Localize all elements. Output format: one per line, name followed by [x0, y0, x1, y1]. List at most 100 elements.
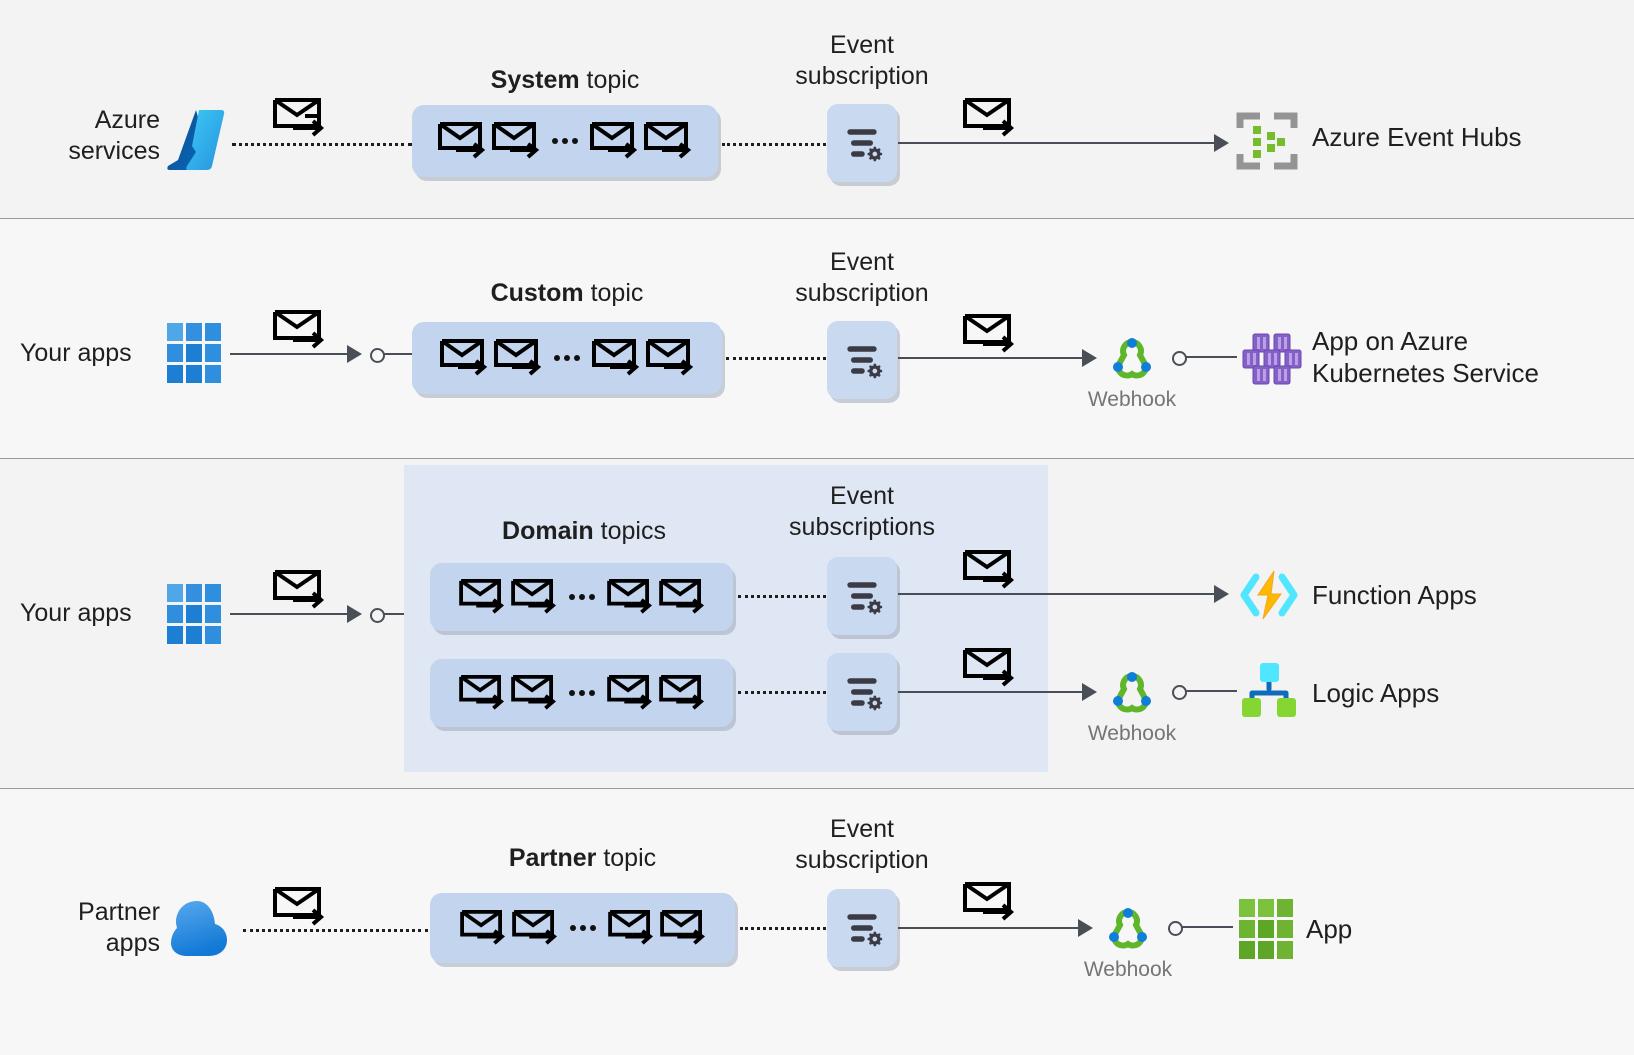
green-app-grid-icon: [1238, 898, 1296, 960]
filter-gear-icon: [847, 678, 883, 711]
connector-domain-1-to-subscription: [738, 595, 826, 598]
row-band-custom: [0, 219, 1634, 458]
topic-pill-domain-1[interactable]: [430, 563, 733, 631]
connector-port-icon: [1168, 921, 1183, 936]
envelope-with-arrow-icon: [646, 339, 694, 376]
connector-subscription-to-function-apps: [898, 593, 1218, 595]
cloud-icon: [160, 895, 234, 957]
envelope-with-arrow-icon: [606, 578, 652, 614]
connector-port-to-custom-topic: [383, 353, 413, 355]
topic-title-domain-rest: topics: [593, 517, 666, 545]
topic-title-custom-bold: Custom: [490, 279, 584, 307]
webhook-label-partner: Webhook: [1083, 958, 1173, 981]
envelope-with-arrow-icon: [607, 909, 653, 945]
webhook-icon: [1104, 332, 1160, 384]
event-subscription-tile-domain-1[interactable]: [827, 557, 897, 635]
logic-apps-icon: [1240, 661, 1298, 719]
event-subscription-tile-system[interactable]: [827, 104, 897, 182]
envelope-with-arrow-icon: [963, 312, 1017, 354]
envelope-with-arrow-icon: [511, 909, 557, 945]
topic-title-custom: Custom topic: [412, 278, 722, 308]
azure-logo-icon: [166, 104, 226, 172]
connector-your-apps-to-custom-topic: [230, 353, 350, 355]
connector-webhook-to-app: [1181, 926, 1233, 928]
connector-your-apps-to-domain: [230, 613, 350, 615]
connector-webhook-to-logic-apps: [1185, 690, 1237, 692]
connector-port-icon: [1172, 351, 1187, 366]
ellipsis-icon: [548, 355, 586, 361]
topic-pill-system[interactable]: [412, 105, 718, 177]
row-divider-3: [0, 788, 1634, 789]
envelope-with-arrow-icon: [494, 339, 542, 376]
azure-event-hubs-icon: [1236, 110, 1298, 172]
arrowhead-icon: [347, 345, 362, 363]
filter-gear-icon: [847, 346, 883, 379]
topic-title-system-rest: topic: [579, 66, 640, 94]
topic-title-custom-rest: topic: [583, 279, 644, 307]
destination-label-aks: App on Azure Kubernetes Service: [1312, 326, 1539, 388]
topic-pill-domain-2[interactable]: [430, 659, 733, 727]
source-label-your-apps-custom: Your apps: [20, 339, 132, 367]
webhook-icon: [1104, 666, 1160, 718]
topic-title-domain: Domain topics: [430, 516, 738, 546]
arrowhead-icon: [1214, 134, 1229, 152]
filter-gear-icon: [847, 914, 883, 947]
subscription-label-system: Event subscription: [795, 31, 929, 90]
topic-pill-partner[interactable]: [430, 893, 735, 963]
envelope-with-arrow-icon: [492, 122, 540, 159]
subscription-label-custom: Event subscription: [795, 248, 929, 307]
source-label-azure-services: Azure services: [68, 106, 160, 165]
filter-gear-icon: [847, 129, 883, 162]
envelope-with-arrow-icon: [458, 674, 504, 710]
filter-gear-icon: [847, 582, 883, 615]
function-apps-icon: [1236, 567, 1302, 623]
aks-icon: [1241, 329, 1303, 387]
ellipsis-icon: [564, 925, 602, 931]
envelope-with-arrow-icon: [273, 885, 327, 927]
envelope-with-arrow-icon: [510, 578, 556, 614]
envelope-with-arrow-icon: [963, 646, 1017, 688]
connector-port-icon: [370, 348, 385, 363]
row-divider-2: [0, 458, 1634, 459]
arrowhead-icon: [1082, 683, 1097, 701]
row-band-system: [0, 0, 1634, 218]
envelope-with-arrow-icon: [963, 96, 1017, 138]
ellipsis-icon: [563, 594, 601, 600]
destination-label-app: App: [1306, 914, 1353, 944]
event-subscription-tile-domain-2[interactable]: [827, 653, 897, 731]
connector-subscription-to-event-hubs: [898, 142, 1218, 144]
ellipsis-icon: [546, 138, 584, 144]
topic-title-partner-bold: Partner: [508, 844, 597, 872]
ellipsis-icon: [563, 690, 601, 696]
event-subscription-tile-partner[interactable]: [827, 889, 897, 967]
arrowhead-icon: [1082, 349, 1097, 367]
topic-title-domain-bold: Domain: [502, 517, 594, 545]
source-label-your-apps-domain: Your apps: [20, 599, 132, 627]
envelope-with-arrow-icon: [592, 339, 640, 376]
connector-subscription-to-webhook-domain: [898, 691, 1086, 693]
arrowhead-icon: [1078, 919, 1093, 937]
event-subscription-tile-custom[interactable]: [827, 321, 897, 399]
topic-title-partner-rest: topic: [596, 844, 657, 872]
envelope-with-arrow-icon: [438, 122, 486, 159]
envelope-with-arrow-icon: [963, 548, 1017, 590]
connector-system-topic-to-subscription: [722, 143, 826, 146]
connector-port-icon: [370, 608, 385, 623]
envelope-with-arrow-icon: [458, 578, 504, 614]
arrowhead-icon: [347, 605, 362, 623]
destination-label-azure-event-hubs: Azure Event Hubs: [1312, 122, 1522, 152]
webhook-label-domain: Webhook: [1087, 722, 1177, 745]
envelope-with-arrow-icon: [590, 122, 638, 159]
envelope-with-arrow-icon: [273, 568, 327, 610]
envelope-with-arrow-icon: [459, 909, 505, 945]
arrowhead-icon: [1214, 585, 1229, 603]
envelope-with-arrow-icon: [273, 96, 327, 138]
topic-title-partner: Partner topic: [430, 843, 735, 873]
blue-app-grid-icon: [166, 583, 224, 645]
source-label-partner-apps: Partner apps: [78, 898, 160, 957]
envelope-with-arrow-icon: [658, 578, 704, 614]
webhook-icon: [1100, 902, 1156, 954]
connector-partner-topic-to-subscription: [740, 927, 826, 930]
topic-pill-custom[interactable]: [412, 322, 722, 394]
